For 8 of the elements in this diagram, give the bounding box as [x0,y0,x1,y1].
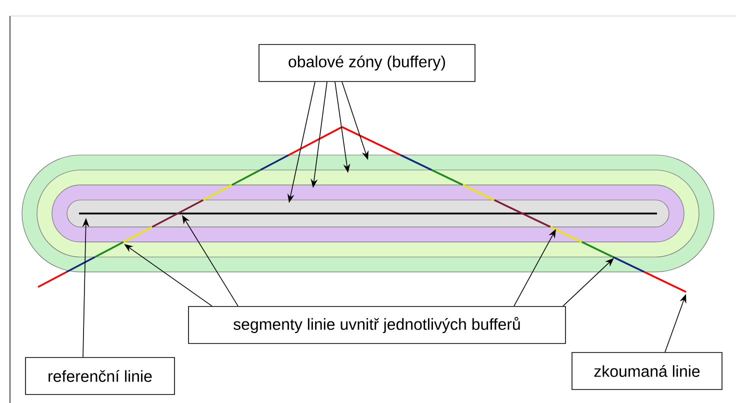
investigated-line [38,126,686,293]
reference-line [79,212,657,214]
leader-arrow [562,258,614,306]
label-box: segmenty linie uvnitř jednotlivých bufferů [188,306,566,344]
label-box: zkoumaná linie [572,352,722,390]
label-box: referenční linie [25,357,175,395]
buffer-band [66,200,670,228]
label-box: obalové zóny (buffery) [258,44,476,82]
